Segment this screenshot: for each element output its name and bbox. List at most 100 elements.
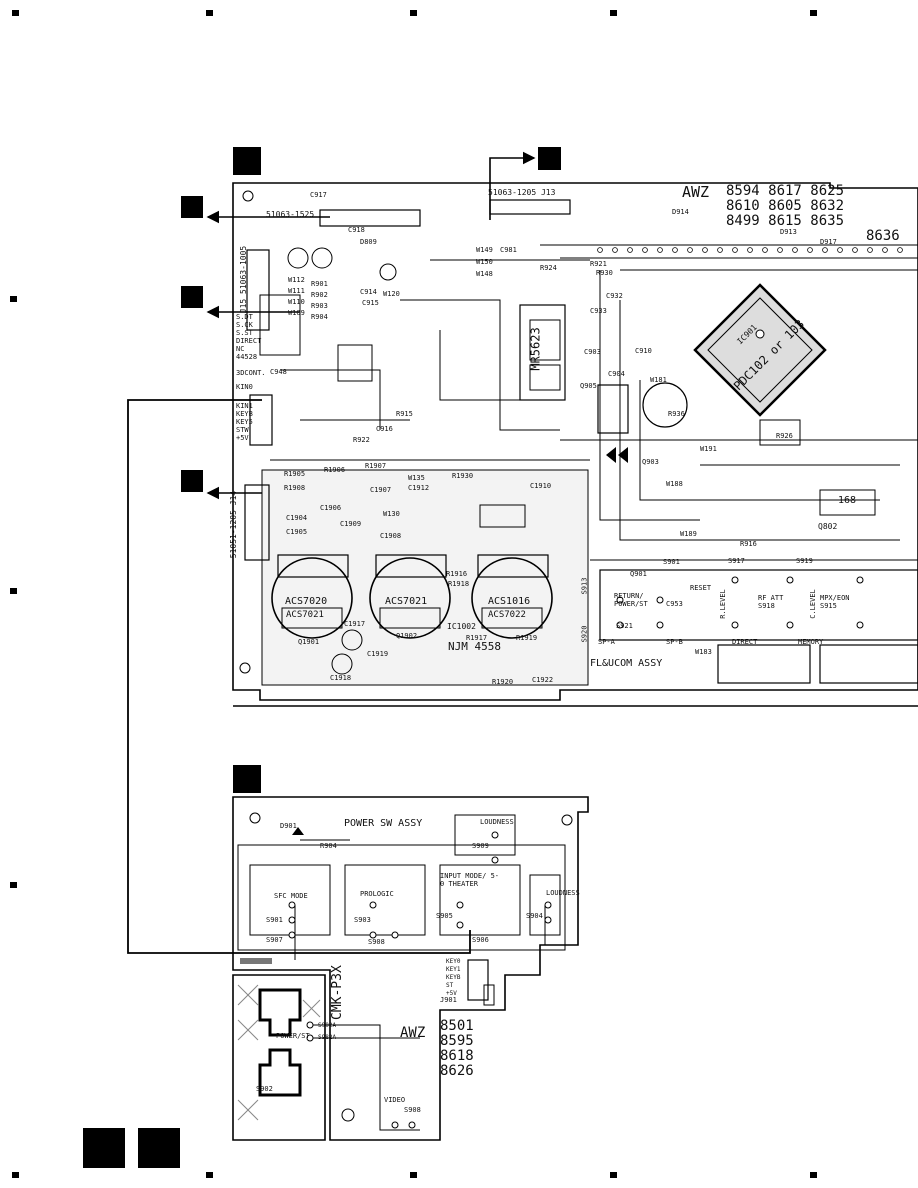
pin-label: S.DT: [236, 313, 253, 321]
connector-left-mid-label: J15 51063-1005: [239, 245, 249, 314]
switch-label: SP-A: [598, 638, 615, 646]
power-sw-part-label: KEY1: [446, 966, 461, 973]
part-label: R1905: [284, 470, 306, 478]
section-marker-e: [181, 470, 203, 492]
power-sw-part-label: +5V: [446, 990, 457, 997]
part-label: R1920: [492, 678, 514, 686]
part-label: C933: [590, 307, 607, 315]
part-label: R1930: [452, 472, 474, 480]
registration-mark: [12, 1172, 19, 1178]
part-label: R1917: [466, 634, 488, 642]
acs7020-module: [271, 557, 353, 639]
part-label: C1910: [530, 482, 552, 490]
part-label: D809: [360, 238, 377, 246]
registration-mark: [206, 10, 213, 16]
power-sw-switch-label: PROLOGIC: [360, 890, 394, 898]
ic-label: ACS7021: [385, 596, 428, 607]
power-sw-model-number: 8501: [440, 1018, 474, 1034]
part-label: R916: [740, 540, 757, 548]
ic901-microcontroller: [693, 283, 827, 417]
part-label: R1919: [516, 634, 538, 642]
part-label: C1912: [408, 484, 430, 492]
ic-label: IC1002: [447, 622, 476, 631]
pin-label: KEYB: [236, 410, 253, 418]
power-sw-part-label: J901: [440, 996, 457, 1004]
power-knob-outline: [232, 974, 326, 1141]
power-sw-part-label: S902A: [318, 1022, 337, 1029]
part-label: C917: [310, 191, 327, 199]
part-label: C1909: [340, 520, 362, 528]
switch-label: DIRECT: [732, 638, 758, 646]
part-label: S901: [663, 558, 680, 566]
ic-label: ACS7021: [286, 610, 324, 620]
registration-mark: [206, 1172, 213, 1178]
switch-label: R.LEVEL: [718, 589, 727, 619]
part-label: W191: [700, 445, 717, 453]
part-label: R1916: [446, 570, 468, 578]
part-label: R904: [311, 313, 328, 321]
switch-label: S918: [758, 602, 775, 610]
connector-left-bot-label: 51051-1205 J14: [229, 490, 239, 559]
pin-label: +5V: [236, 434, 249, 442]
power-sw-switch-label: LOUDNESS: [546, 889, 580, 897]
part-label: C953: [666, 600, 683, 608]
switch-label: S921: [616, 622, 633, 630]
part-label: C916: [376, 425, 393, 433]
fl-ucom-model-line: 8594 8617 8625: [726, 183, 845, 199]
power-sw-model-number: 8626: [440, 1063, 474, 1079]
part-label: C903: [584, 348, 601, 356]
part-label: C1917: [344, 620, 366, 628]
section-marker-c: [181, 196, 203, 218]
row-mark: [10, 882, 17, 888]
power-sw-switch-label: LOUDNESS: [480, 818, 514, 826]
ic-label: Q802: [818, 522, 838, 531]
section-marker-d: [181, 286, 203, 308]
registration-mark: [610, 1172, 617, 1178]
pin-label: KEY5: [236, 418, 253, 426]
part-label: W148: [476, 270, 493, 278]
power-sw-part-label: S908: [368, 938, 385, 946]
section-marker-b: [538, 147, 561, 170]
part-label: R901: [311, 280, 328, 288]
pin-label: DIRECT: [236, 337, 262, 345]
part-label: W150: [476, 258, 493, 266]
power-sw-part-label: ST: [446, 982, 454, 989]
power-sw-part-label: S907: [266, 936, 283, 944]
ic-label: 168: [838, 495, 857, 506]
part-label: R926: [776, 432, 793, 440]
acs1016-module: [471, 557, 553, 639]
part-label: W183: [695, 648, 712, 656]
part-label: C904: [608, 370, 625, 378]
part-label: Q901: [630, 570, 647, 578]
fl-ucom-board-outline: [232, 182, 918, 701]
power-sw-board-code: CMK-P3X: [330, 965, 345, 1020]
registration-mark: [410, 1172, 417, 1178]
power-sw-part-label: KEY0: [446, 958, 461, 965]
power-sw-switch-label: POWER/ST: [276, 1032, 310, 1040]
part-label: R1907: [365, 462, 387, 470]
part-label: R930: [596, 269, 613, 277]
power-sw-switch-label: VIDEO: [384, 1096, 406, 1104]
registration-mark: [12, 10, 19, 16]
ic-label: ACS7022: [488, 610, 526, 620]
part-label: R902: [311, 291, 328, 299]
pin-label: STW: [236, 426, 249, 434]
fl-ucom-assy-name: FL&UCOM ASSY: [590, 658, 663, 669]
part-label: Q903: [642, 458, 659, 466]
section-marker-f: [233, 765, 261, 793]
ic-label: ACS1016: [488, 596, 531, 607]
pin-label: S.CK: [236, 321, 253, 329]
part-label: W120: [383, 290, 400, 298]
part-label: W109: [288, 309, 305, 317]
section-marker-a: [233, 147, 261, 175]
part-label: D913: [780, 228, 797, 236]
part-label: C918: [348, 226, 365, 234]
part-label: W188: [666, 480, 683, 488]
power-sw-part-label: S904: [526, 912, 543, 920]
part-label: R1908: [284, 484, 306, 492]
registration-mark: [810, 10, 817, 16]
ic-label: NJM 4558: [448, 640, 501, 653]
part-label: R1906: [324, 466, 346, 474]
switch-label: S913: [580, 577, 589, 595]
